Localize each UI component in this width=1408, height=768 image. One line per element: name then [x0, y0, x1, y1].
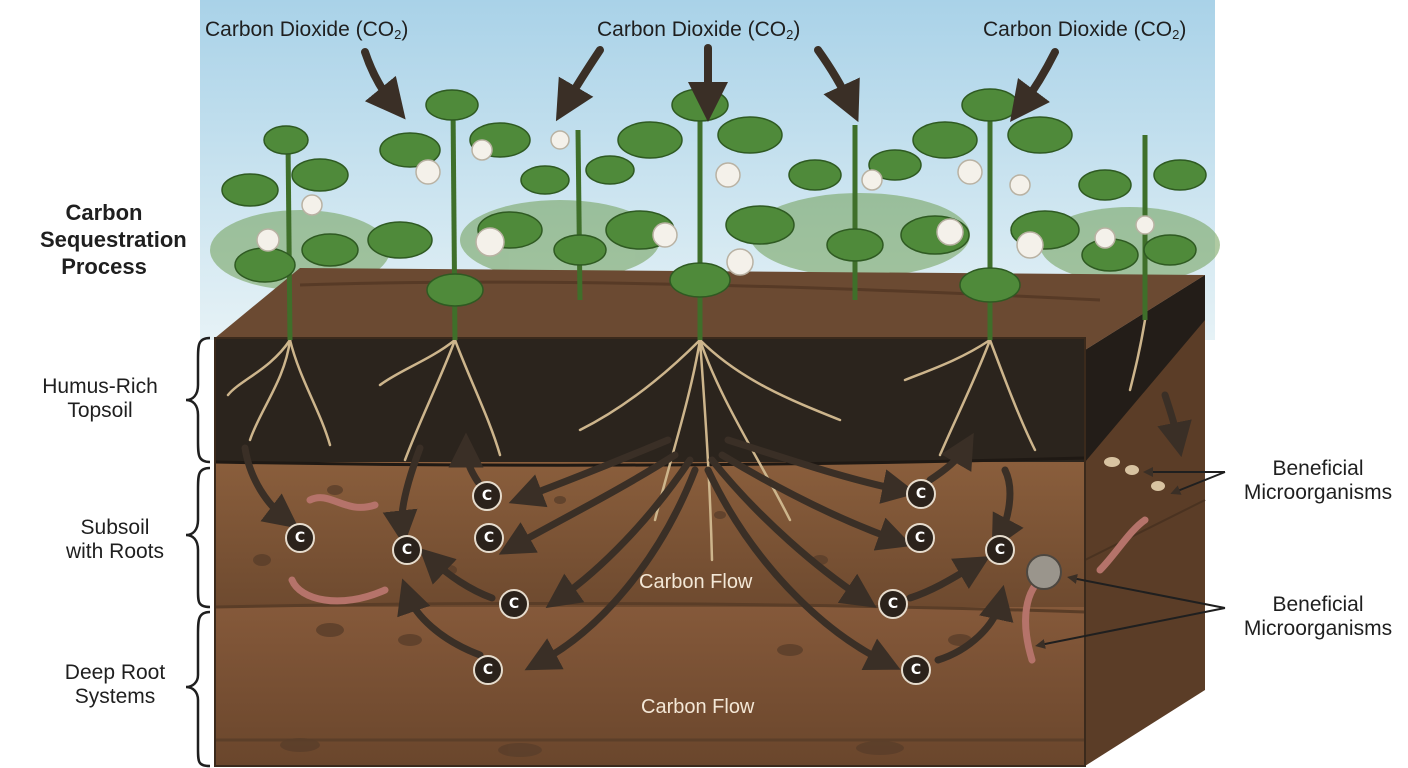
carbon-node: C: [473, 655, 503, 685]
title-line-2: Sequestration: [40, 226, 187, 252]
co2-arrows: [361, 44, 1059, 123]
layer-label-subsoil: Subsoil with Roots: [65, 516, 165, 563]
carbon-node: C: [905, 523, 935, 553]
title-line-3: Process: [61, 253, 147, 279]
carbon-node: C: [901, 655, 931, 685]
title-line-1: Carbon: [65, 200, 143, 225]
layer-braces: [185, 336, 211, 768]
carbon-node: C: [472, 481, 502, 511]
microorganism-label-lower: Beneficial Microorganisms: [1243, 593, 1393, 640]
microorganism-cluster: [1026, 457, 1165, 590]
topsoil-layer: [215, 338, 1085, 462]
carbon-node: C: [906, 479, 936, 509]
deep-root-layer: [215, 607, 1085, 766]
carbon-node: C: [392, 535, 422, 565]
microorganism-pointers: [1035, 467, 1226, 649]
diagram-title: Carbon Sequestration Process: [40, 200, 187, 280]
carbon-node: C: [499, 589, 529, 619]
co2-label-center: Carbon Dioxide (CO2): [597, 18, 801, 42]
co2-label-right: Carbon Dioxide (CO2): [983, 18, 1187, 42]
layer-label-topsoil: Humus-Rich Topsoil: [42, 375, 158, 422]
carbon-node: C: [985, 535, 1015, 565]
layer-label-deep-root: Deep Root Systems: [64, 661, 166, 708]
co2-label-left: Carbon Dioxide (CO2): [205, 18, 409, 42]
carbon-flow-label-lower: Carbon Flow: [641, 696, 755, 718]
carbon-node: C: [474, 523, 504, 553]
microorganism-label-upper: Beneficial Microorganisms: [1243, 457, 1393, 504]
carbon-node: C: [285, 523, 315, 553]
carbon-flow-arrows: [241, 391, 1192, 671]
plant-roots: [226, 318, 1147, 562]
cotton-plants: [221, 88, 1207, 341]
carbon-flow-label-upper: Carbon Flow: [639, 571, 753, 593]
carbon-node: C: [878, 589, 908, 619]
